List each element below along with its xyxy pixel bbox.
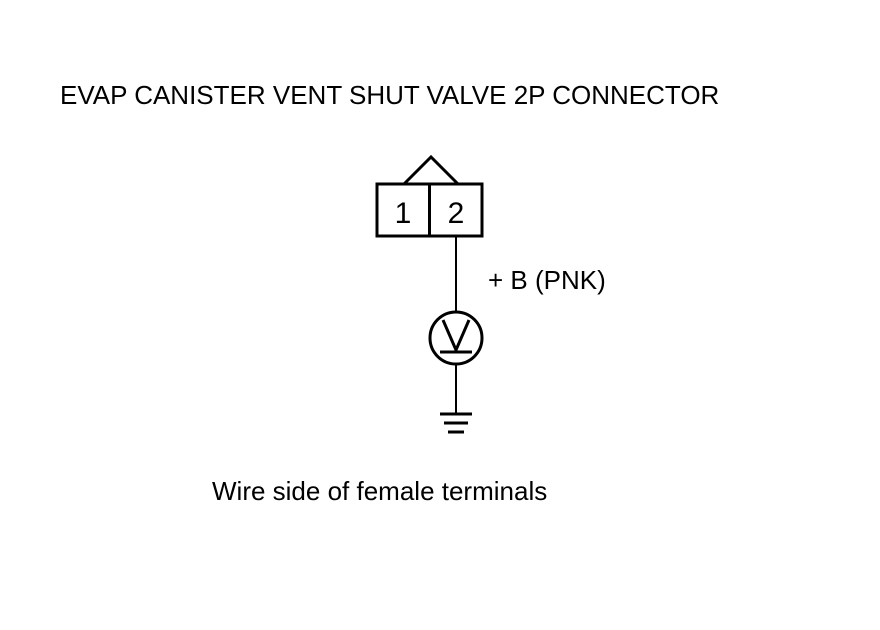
diagram-title: EVAP CANISTER VENT SHUT VALVE 2P CONNECT…: [60, 80, 720, 110]
voltmeter-icon: [428, 310, 484, 366]
diagram-caption: Wire side of female terminals: [212, 476, 548, 506]
connector-latch: [402, 154, 460, 186]
terminal-1-label: 1: [395, 197, 412, 230]
ground-icon: [440, 412, 472, 434]
terminal-2-label: 2: [448, 197, 465, 230]
probe-label: + B (PNK): [488, 265, 606, 295]
